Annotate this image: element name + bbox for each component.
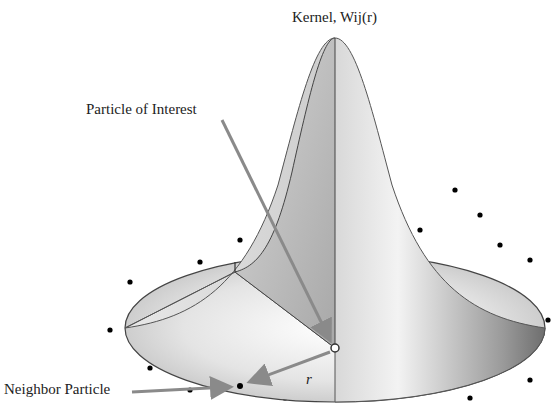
kernel-section xyxy=(235,38,335,348)
r-vector xyxy=(252,352,330,381)
particle-dot xyxy=(497,242,502,247)
neighbor-arrow xyxy=(132,387,228,392)
particle-dot xyxy=(477,212,482,217)
particle-dot xyxy=(237,237,242,242)
particle-dot xyxy=(417,227,422,232)
particle-dot xyxy=(467,395,472,400)
particle-dot xyxy=(197,259,202,264)
particle-of-interest xyxy=(331,344,339,352)
r-label: r xyxy=(306,370,312,388)
particle-dot xyxy=(452,187,457,192)
particle-dot xyxy=(127,279,132,284)
particle-dot xyxy=(545,317,550,322)
particle-dot xyxy=(107,327,112,332)
section-edge xyxy=(234,262,235,272)
interest-arrow xyxy=(222,120,329,338)
interest-label: Particle of Interest xyxy=(86,100,197,118)
cut-edge xyxy=(125,272,235,328)
particle-dot xyxy=(527,377,532,382)
particle-dot xyxy=(147,365,152,370)
kernel-label: Kernel, Wij(r) xyxy=(292,8,377,26)
neighbor-particle xyxy=(237,383,243,389)
kernel-surface xyxy=(125,38,545,402)
particle-dot xyxy=(527,257,532,262)
neighbor-label: Neighbor Particle xyxy=(4,380,110,398)
